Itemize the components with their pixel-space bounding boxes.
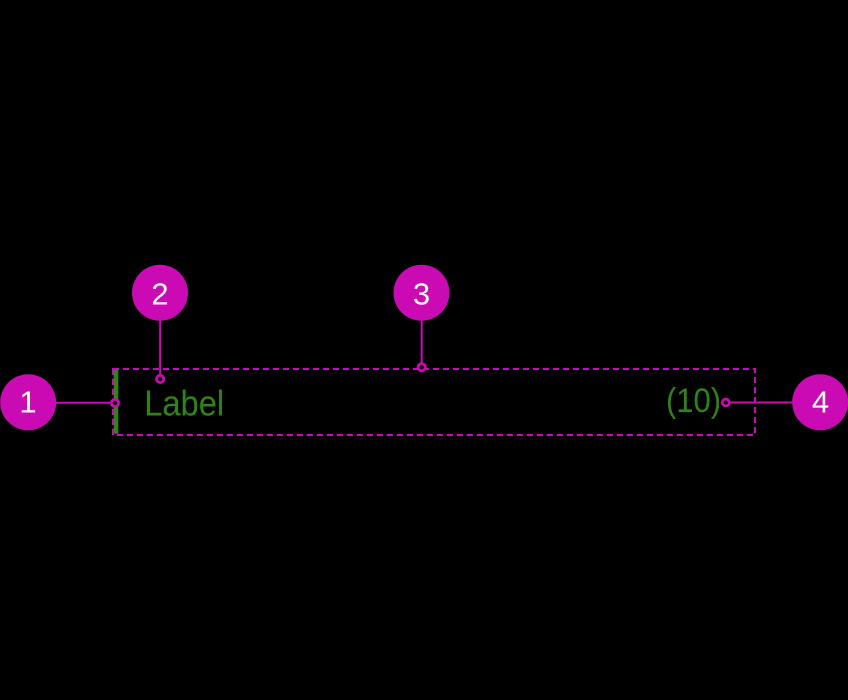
svg-text:1: 1 (19, 385, 36, 420)
svg-text:4: 4 (812, 385, 829, 420)
svg-text:(10): (10) (666, 382, 721, 420)
svg-text:3: 3 (413, 277, 430, 312)
svg-text:2: 2 (151, 277, 168, 312)
svg-text:Label: Label (144, 382, 224, 423)
